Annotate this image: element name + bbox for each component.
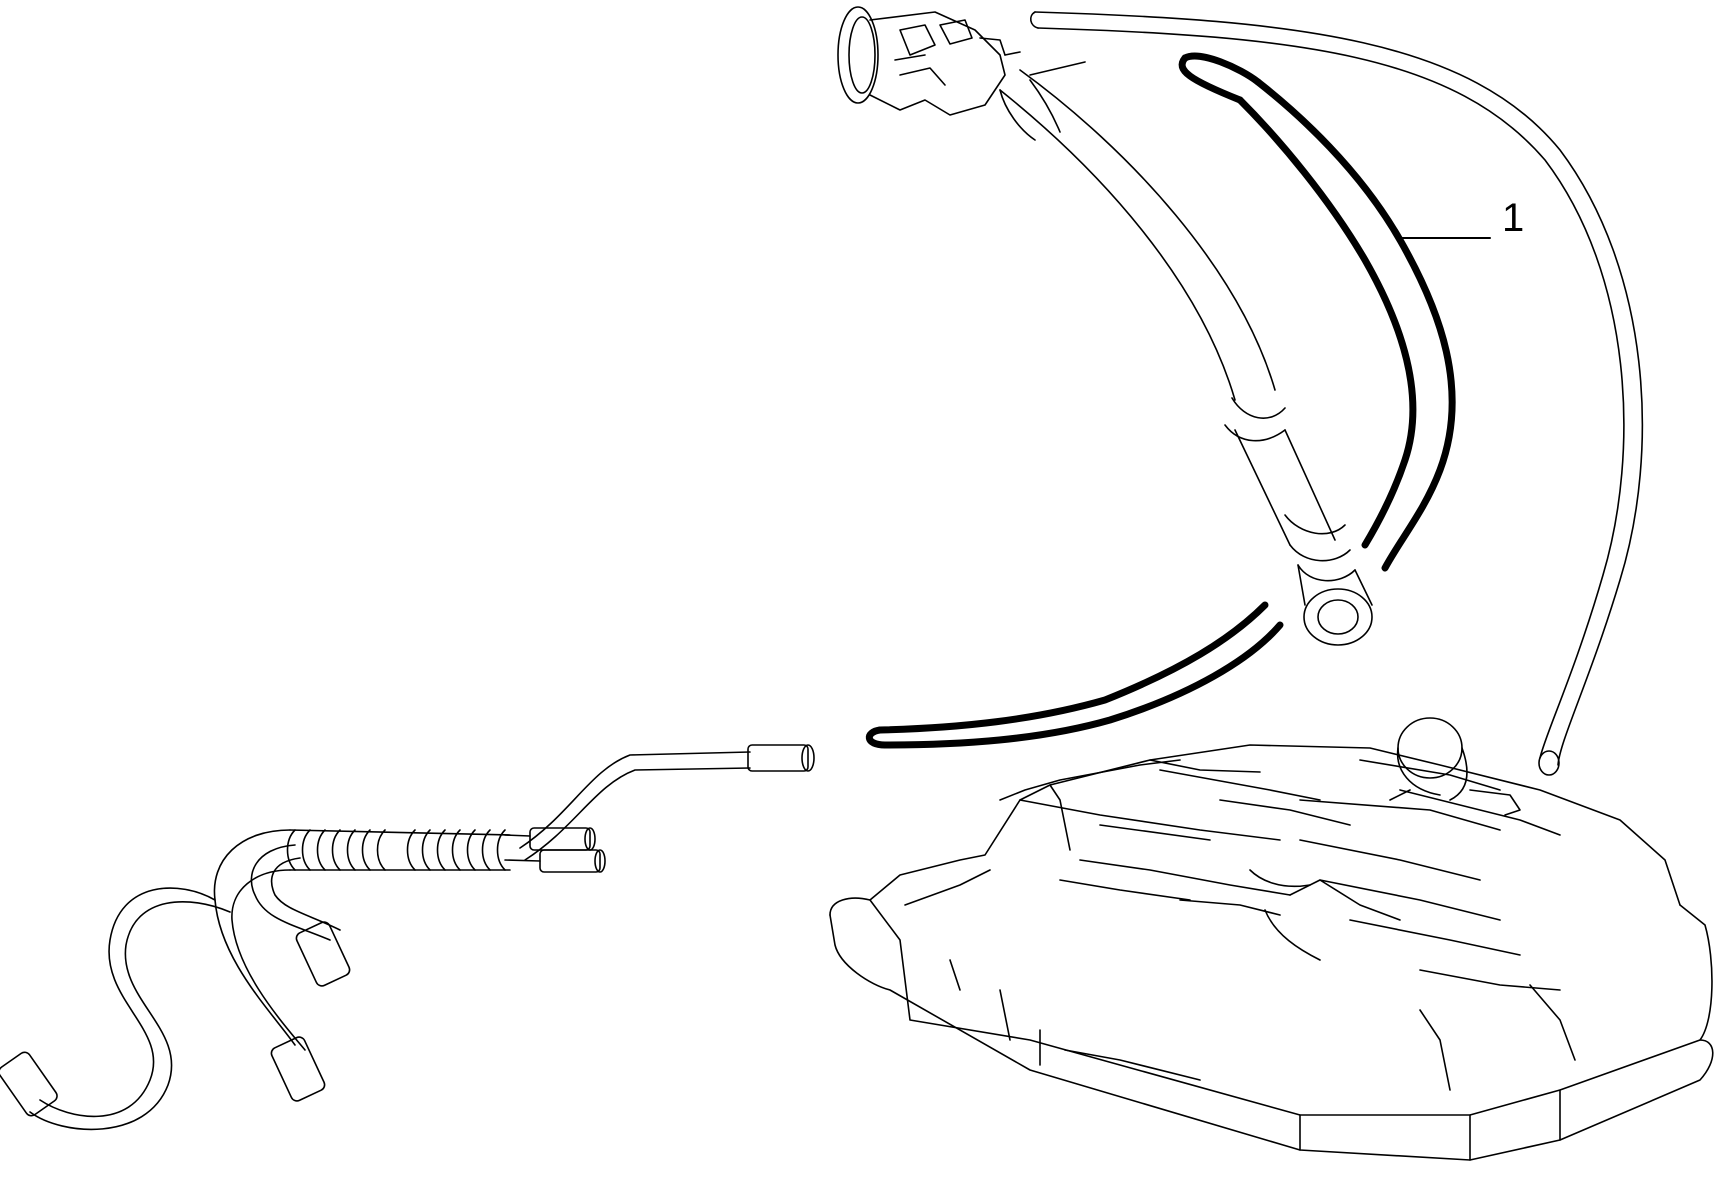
breather-pipe (865, 52, 1456, 749)
callout-label-1: 1 (1502, 196, 1525, 240)
fuel-tank (829, 717, 1714, 1161)
filler-neck (837, 6, 1086, 116)
vent-tube (1029, 11, 1644, 776)
filler-hose (999, 69, 1373, 646)
fuel-line-harness (0, 744, 815, 1131)
